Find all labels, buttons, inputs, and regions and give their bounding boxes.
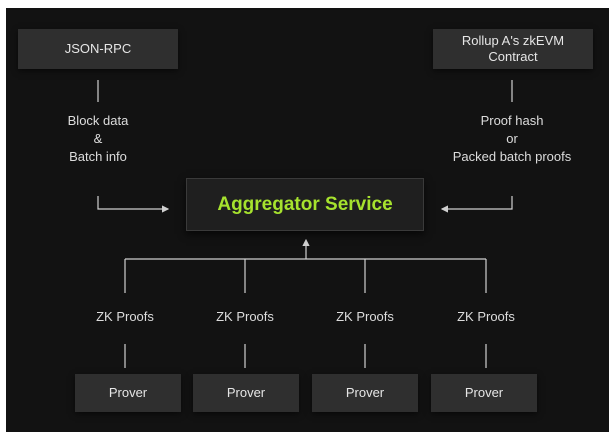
left-arrow	[97, 196, 170, 213]
right-arrow	[440, 196, 513, 213]
prover-label: Prover	[108, 385, 148, 400]
zk-proofs-label: ZK Proofs	[336, 309, 394, 324]
prover-label: Prover	[226, 385, 266, 400]
json-rpc-box: JSON-RPC	[18, 29, 178, 69]
zk-proofs-label: ZK Proofs	[216, 309, 274, 324]
prover-label: Prover	[464, 385, 504, 400]
prover-box: Prover	[312, 374, 418, 412]
proof-hash-label: Proof hash or Packed batch proofs	[452, 113, 572, 164]
zk-proofs-label: ZK Proofs	[457, 309, 515, 324]
prover-label: Prover	[345, 385, 385, 400]
zk-proofs-label: ZK Proofs	[96, 309, 154, 324]
block-data-label: Block data & Batch info	[67, 113, 129, 164]
zkevm-contract-label: Rollup A's zkEVM Contract	[461, 33, 565, 64]
prover-box: Prover	[431, 374, 537, 412]
json-rpc-label: JSON-RPC	[64, 41, 132, 56]
aggregator-service-title: Aggregator Service	[217, 193, 393, 215]
prover-box: Prover	[75, 374, 181, 412]
prover-box: Prover	[193, 374, 299, 412]
aggregator-service-box: Aggregator Service	[186, 178, 424, 231]
zkevm-contract-box: Rollup A's zkEVM Contract	[433, 29, 593, 69]
